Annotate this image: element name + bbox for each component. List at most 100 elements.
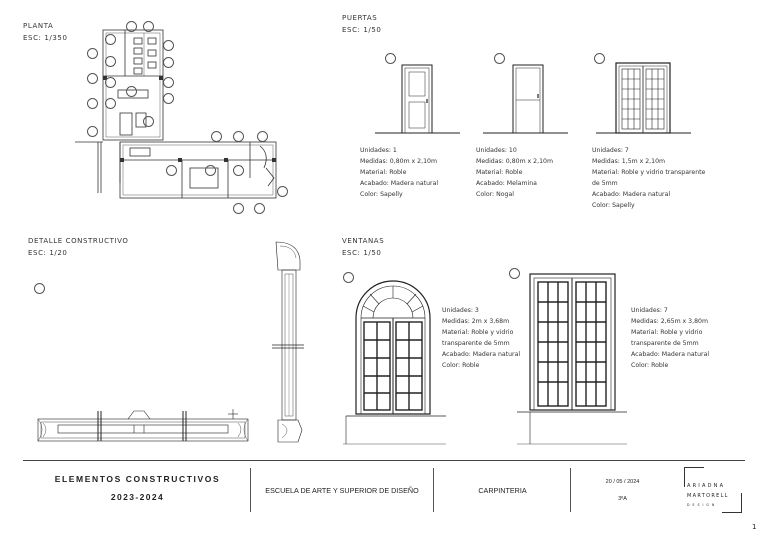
window-2-units: Unidades: 7 bbox=[631, 307, 668, 314]
plan-ref-bubble bbox=[126, 21, 137, 32]
detalle-title: DETALLE CONSTRUCTIVO bbox=[28, 237, 129, 245]
plan-ref-bubble bbox=[163, 77, 174, 88]
puertas-scale: ESC: 1/50 bbox=[342, 26, 382, 34]
plan-ref-bubble bbox=[166, 165, 177, 176]
window-1-bubble bbox=[343, 272, 354, 283]
window-1-material: Material: Roble y vidrio bbox=[442, 329, 514, 336]
plan-ref-bubble bbox=[87, 126, 98, 137]
plan-ref-bubble bbox=[105, 34, 116, 45]
plan-ref-bubble bbox=[163, 57, 174, 68]
planta-title: PLANTA bbox=[23, 22, 54, 30]
window-2-finish: Acabado: Madera natural bbox=[631, 351, 710, 358]
door-3-bubble bbox=[594, 53, 605, 64]
logo-line-3: DESIGN bbox=[687, 503, 718, 507]
ventanas-title: VENTANAS bbox=[342, 237, 385, 245]
logo-line-2: MARTORELL bbox=[687, 493, 729, 499]
door-2-finish: Acabado: Melamina bbox=[476, 180, 537, 187]
plan-ref-bubble bbox=[87, 48, 98, 59]
door-1-size: Medidas: 0,80m x 2,10m bbox=[360, 158, 437, 165]
delivery-date: 20 / 05 / 2024 bbox=[605, 479, 640, 485]
student-group: 3ºA bbox=[618, 496, 627, 502]
author-logo: ARIADNA MARTORELL DESIGN bbox=[684, 467, 742, 513]
door-3-elevation bbox=[596, 62, 691, 134]
plan-ref-bubble bbox=[233, 203, 244, 214]
plan-ref-bubble bbox=[163, 40, 174, 51]
plan-ref-bubble bbox=[105, 56, 116, 67]
door-3-color: Color: Sapelly bbox=[592, 202, 635, 209]
window-2-spec: Unidades: 7 Medidas: 2,65m x 3,80m Mater… bbox=[631, 305, 709, 371]
school-name: ESCUELA DE ARTE Y SUPERIOR DE DISEÑO bbox=[265, 486, 419, 495]
vertical-section-detail bbox=[272, 241, 304, 443]
window-2-elevation bbox=[517, 273, 627, 445]
window-1-color: Color: Roble bbox=[442, 362, 480, 369]
window-2-color: Color: Roble bbox=[631, 362, 669, 369]
logo-line-1: ARIADNA bbox=[687, 483, 726, 489]
page-number: 1 bbox=[752, 523, 757, 531]
title-block-date: 20 / 05 / 2024 3ºA bbox=[575, 460, 670, 518]
detail-bubble bbox=[34, 283, 45, 294]
window-1-material-cont: transparente de 5mm bbox=[442, 340, 510, 347]
plan-ref-bubble bbox=[205, 165, 216, 176]
plan-ref-bubble bbox=[105, 77, 116, 88]
title-block-subject: CARPINTERIA bbox=[435, 460, 570, 518]
window-2-material: Material: Roble y vidrio bbox=[631, 329, 703, 336]
project-year: 2023-2024 bbox=[110, 492, 165, 502]
plan-ref-bubble bbox=[233, 165, 244, 176]
door-2-color: Color: Nogal bbox=[476, 191, 514, 198]
plan-ref-bubble bbox=[87, 98, 98, 109]
title-block-divider bbox=[570, 468, 571, 512]
detalle-scale: ESC: 1/20 bbox=[28, 249, 68, 257]
floor-plan-drawing bbox=[75, 29, 277, 199]
door-2-size: Medidas: 0,80m x 2,10m bbox=[476, 158, 553, 165]
plan-ref-bubble bbox=[257, 131, 268, 142]
door-1-color: Color: Sapelly bbox=[360, 191, 403, 198]
window-2-size: Medidas: 2,65m x 3,80m bbox=[631, 318, 708, 325]
door-3-size: Medidas: 1,5m x 2,10m bbox=[592, 158, 666, 165]
window-1-spec: Unidades: 3 Medidas: 2m x 3,68m Material… bbox=[442, 305, 520, 371]
planta-scale: ESC: 1/350 bbox=[23, 34, 68, 42]
plan-ref-bubble bbox=[126, 86, 137, 97]
door-1-finish: Acabado: Madera natural bbox=[360, 180, 439, 187]
title-block-project: ELEMENTOS CONSTRUCTIVOS 2023-2024 bbox=[30, 460, 245, 518]
door-3-material: Material: Roble y vidrio transparente bbox=[592, 169, 706, 176]
title-block-divider bbox=[433, 468, 434, 512]
ventanas-scale: ESC: 1/50 bbox=[342, 249, 382, 257]
door-1-spec: Unidades: 1 Medidas: 0,80m x 2,10m Mater… bbox=[360, 145, 438, 200]
window-1-finish: Acabado: Madera natural bbox=[442, 351, 521, 358]
window-1-units: Unidades: 3 bbox=[442, 307, 479, 314]
door-2-bubble bbox=[494, 53, 505, 64]
title-block-divider bbox=[250, 468, 251, 512]
plan-ref-bubble bbox=[143, 116, 154, 127]
project-title: ELEMENTOS CONSTRUCTIVOS bbox=[54, 474, 221, 484]
logo-frame-right bbox=[741, 493, 742, 513]
door-3-spec: Unidades: 7 Medidas: 1,5m x 2,10m Materi… bbox=[592, 145, 705, 211]
plan-ref-bubble bbox=[277, 186, 288, 197]
title-block-top-rule bbox=[23, 460, 745, 461]
door-2-elevation bbox=[483, 64, 568, 134]
window-1-elevation bbox=[343, 280, 446, 445]
window-1-size: Medidas: 2m x 3,68m bbox=[442, 318, 510, 325]
horizontal-section-detail bbox=[37, 409, 249, 442]
door-2-material: Material: Roble bbox=[476, 169, 523, 176]
plan-ref-bubble bbox=[143, 21, 154, 32]
door-3-units: Unidades: 7 bbox=[592, 147, 629, 154]
plan-ref-bubble bbox=[254, 203, 265, 214]
plan-ref-bubble bbox=[87, 73, 98, 84]
door-1-units: Unidades: 1 bbox=[360, 147, 397, 154]
door-3-material-cont: de 5mm bbox=[592, 180, 618, 187]
logo-frame-bottom bbox=[722, 512, 742, 513]
title-block-school: ESCUELA DE ARTE Y SUPERIOR DE DISEÑO bbox=[252, 460, 432, 518]
door-1-elevation bbox=[375, 64, 460, 134]
door-3-finish: Acabado: Madera natural bbox=[592, 191, 671, 198]
plan-ref-bubble bbox=[163, 93, 174, 104]
plan-ref-bubble bbox=[105, 98, 116, 109]
door-1-bubble bbox=[385, 53, 396, 64]
puertas-title: PUERTAS bbox=[342, 14, 378, 22]
subject-name: CARPINTERIA bbox=[478, 486, 527, 495]
door-2-units: Unidades: 10 bbox=[476, 147, 517, 154]
window-2-material-cont: transparente de 5mm bbox=[631, 340, 699, 347]
window-2-bubble bbox=[509, 268, 520, 279]
door-2-spec: Unidades: 10 Medidas: 0,80m x 2,10m Mate… bbox=[476, 145, 553, 200]
logo-frame-left bbox=[684, 467, 685, 487]
plan-ref-bubble bbox=[233, 131, 244, 142]
